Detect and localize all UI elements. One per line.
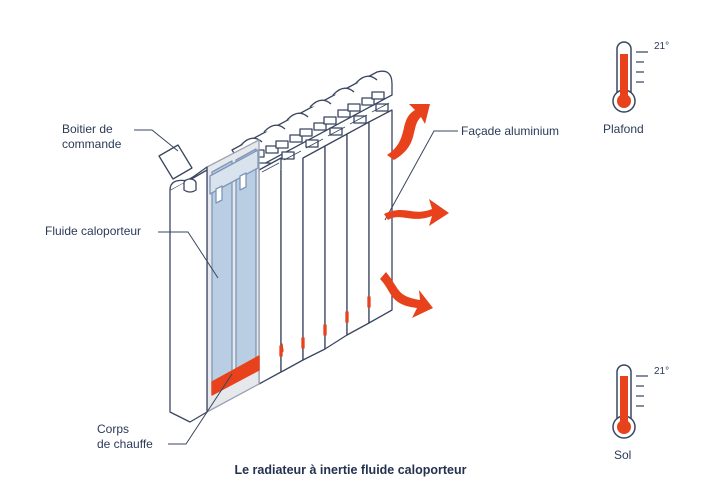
label-floor: Sol bbox=[614, 448, 632, 462]
leader-body bbox=[168, 373, 233, 445]
label-facade: Façade aluminium bbox=[461, 124, 560, 138]
floor-temperature: 21° bbox=[654, 366, 670, 377]
label-ceiling: Plafond bbox=[603, 122, 644, 136]
leader-fluid bbox=[158, 231, 219, 279]
radiator-top-crests bbox=[231, 70, 393, 174]
ceiling-temperature: 21° bbox=[654, 41, 670, 52]
leader-control-box bbox=[134, 129, 179, 152]
radiator bbox=[158, 70, 393, 423]
heat-arrows bbox=[380, 104, 449, 318]
label-control-box-line1: Boitier de bbox=[62, 122, 113, 136]
leader-lines bbox=[134, 129, 458, 445]
thermometer-ceiling bbox=[612, 41, 648, 113]
label-body-line1: Corps bbox=[97, 422, 130, 436]
heat-arrow-bottom bbox=[380, 272, 433, 318]
leader-facade bbox=[384, 130, 458, 221]
diagram-caption: Le radiateur à inertie fluide caloporteu… bbox=[234, 463, 467, 477]
label-control-box-line2: commande bbox=[62, 137, 122, 151]
heating-element bbox=[211, 296, 371, 396]
control-box bbox=[158, 144, 208, 423]
heat-arrow-top bbox=[387, 104, 430, 160]
heat-arrow-middle bbox=[384, 199, 449, 226]
label-fluid: Fluide caloporteur bbox=[45, 224, 142, 238]
thermometer-floor bbox=[612, 364, 648, 439]
radiator-cutaway bbox=[206, 139, 260, 413]
label-body-line2: de chauffe bbox=[97, 437, 153, 451]
